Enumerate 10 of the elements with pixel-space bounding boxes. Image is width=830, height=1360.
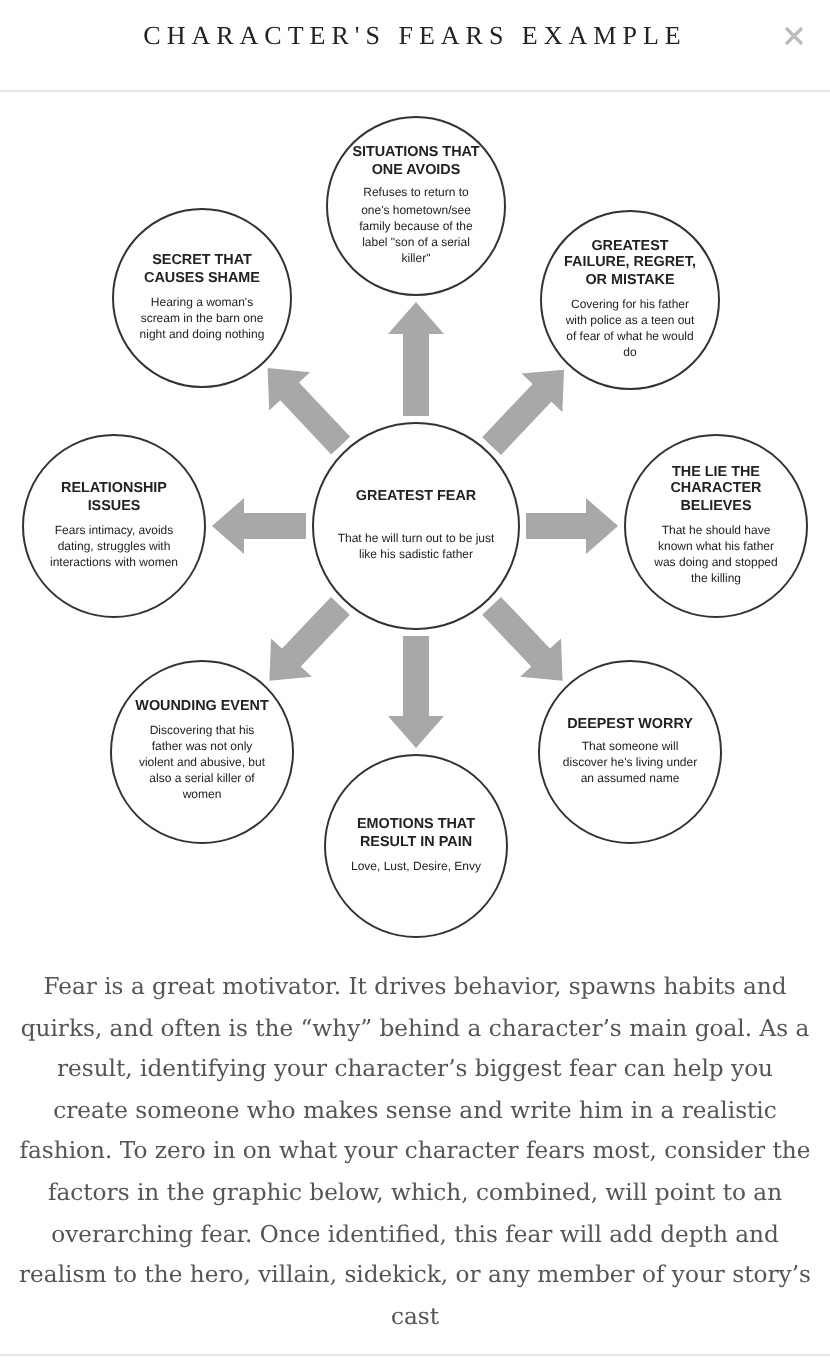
block-arrow bbox=[267, 368, 351, 455]
diagram-title: CHARACTER'S FEARS EXAMPLE bbox=[141, 20, 689, 52]
block-arrow bbox=[212, 498, 306, 554]
block-arrow bbox=[269, 597, 350, 681]
block-arrow bbox=[388, 302, 444, 416]
block-arrow bbox=[482, 369, 564, 455]
block-arrow bbox=[388, 636, 444, 748]
block-arrow bbox=[482, 597, 563, 681]
block-arrow bbox=[526, 498, 618, 554]
description-paragraph: Fear is a great motivator. It drives behavior, spawns habits and quirks, and often is the “why” behind a character’s main goal. As a result, identifying your character’s biggest fear can help you create someone who makes sense and write him in a realistic fashion. To zero in on what your character fears most, consider the factors in the graphic below, which, combined, will point to an overarching fear. Once identified, this fear will add depth and realism to the hero, villain, sidekick, or any member of your story’s cast bbox=[17, 970, 813, 1334]
